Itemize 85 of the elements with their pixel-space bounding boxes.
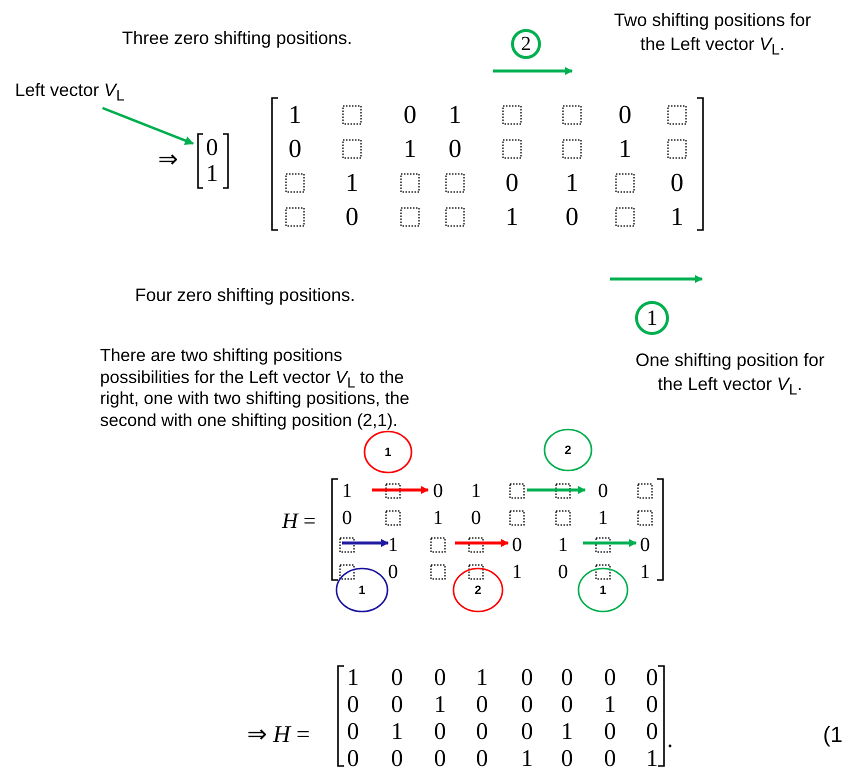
matrix-entry: 0 [476,747,488,771]
circled-number: 1 [577,567,629,613]
matrix-entry: 1 [640,562,650,582]
matrix-entry: 0 [476,720,488,744]
matrix-entry: 0 [618,102,632,128]
matrix-entry: 0 [646,666,658,690]
matrix-entry: 1 [347,666,359,690]
matrix-entry: 0 [604,666,616,690]
circled-number: 1 [335,567,389,613]
matrix-entry: 0 [471,508,481,528]
annotation-text: Three zero shifting positions. [122,27,352,50]
equation-symbol: ⇒ H = [247,721,310,749]
matrix-entry: 0 [434,720,446,744]
matrix-entry: 0 [347,693,359,717]
matrix-entry: 0 [448,136,462,162]
vector-entry: 1 [206,161,218,187]
matrix-entry: 1 [618,136,632,162]
matrix-entry: 0 [391,747,403,771]
matrix-entry: 1 [561,720,573,744]
circled-number: 1 [635,301,669,335]
matrix-entry: 1 [346,170,358,196]
matrix-entry: 0 [434,666,446,690]
matrix-entry: 1 [288,102,302,128]
matrix-entry: 0 [288,136,302,162]
matrix-entry: 0 [566,204,578,230]
matrix-entry: 0 [646,720,658,744]
matrix-entry: 0 [476,693,488,717]
matrix-entry: 1 [404,136,416,162]
annotation-text: There are two shifting positions possibilities for the Left vector V$_{L}$ to the right, one with two shifting positions, the second with one shifting position (2,1). [100,345,410,431]
matrix-entry: 1 [391,720,403,744]
matrix-entry: 1 [670,204,684,230]
matrix-entry: 1 [512,562,522,582]
matrix-entry: 1 [471,481,481,501]
matrix-entry: 0 [391,693,403,717]
annotation-text: Two shifting positions for the Left vector V$_{L}$. [612,9,812,56]
circled-number: 2 [452,567,504,613]
matrix-entry: 0 [598,481,608,501]
matrix-entry: 0 [604,720,616,744]
matrix-entry: 1 [448,102,462,128]
matrix-entry: 0 [347,747,359,771]
circled-number: 2 [511,29,541,59]
matrix-entry: 0 [558,562,568,582]
matrix-entry: 0 [404,102,416,128]
matrix-entry: 0 [433,481,443,501]
matrix-entry: 0 [521,693,533,717]
matrix-entry: 0 [521,720,533,744]
punctuation-mark: . [667,726,673,754]
matrix-entry: 0 [346,204,358,230]
matrix-entry: 0 [342,508,352,528]
matrix-entry: 0 [434,747,446,771]
matrix-entry: 1 [476,666,488,690]
matrix-entry: 0 [347,720,359,744]
matrix-entry: 0 [561,747,573,771]
implies-symbol: ⇒ [158,146,178,174]
matrix-entry: 1 [598,508,608,528]
circled-number: 2 [543,428,593,472]
annotation-text: One shifting position for the Left vector V$_{L}$. [634,349,826,396]
matrix-entry: 0 [388,562,398,582]
matrix-entry: 0 [561,666,573,690]
matrix-entry: 1 [433,508,443,528]
matrix-entry: 0 [646,693,658,717]
matrix-entry: 1 [388,535,398,555]
matrix-entry: 1 [566,170,578,196]
matrix-entry: 0 [506,170,518,196]
annotation-text: Four zero shifting positions. [135,284,356,307]
matrix-entry: 0 [640,535,650,555]
matrix-entry: 0 [561,693,573,717]
annotation-text: Left vector V$_{L}$ [15,78,124,102]
matrix-entry: 0 [604,747,616,771]
matrix-entry: 1 [646,747,658,771]
matrix-entry: 1 [604,693,616,717]
matrix-entry: 1 [506,204,518,230]
matrix-entry: 0 [512,535,522,555]
leader-arrow [102,106,194,145]
matrix-entry: 1 [342,481,352,501]
matrix-entry: 0 [670,170,684,196]
matrix-entry: 1 [521,747,533,771]
equation-number: (1 [823,722,843,748]
matrix-entry: 0 [391,666,403,690]
circled-number: 1 [363,430,413,474]
equation-symbol: H = [282,508,316,534]
matrix-entry: 0 [521,666,533,690]
vector-entry: 0 [206,135,218,161]
matrix-entry: 1 [434,693,446,717]
matrix-entry: 1 [558,535,568,555]
